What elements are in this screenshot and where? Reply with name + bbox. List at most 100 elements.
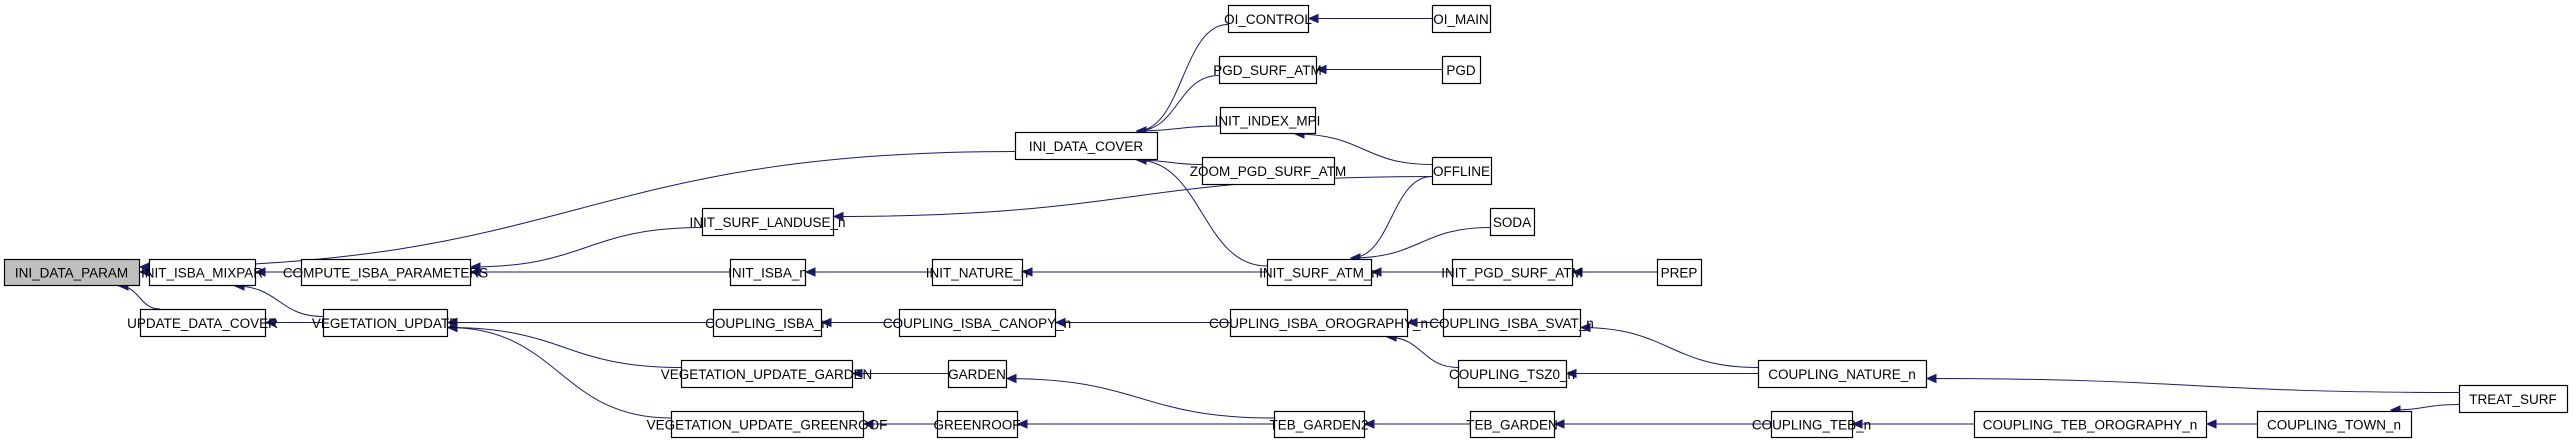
node-treat-surf[interactable]: TREAT_SURF (2458, 384, 2569, 414)
node-garden[interactable]: GARDEN (947, 359, 1008, 389)
edge-greenroof-to-vegetation-update-greenroof (862, 419, 937, 429)
node-coupling-isba-n[interactable]: COUPLING_ISBA_n (705, 308, 829, 338)
node-box (148, 258, 257, 287)
node-init-index-mpi[interactable]: INIT_INDEX_MPI (1215, 106, 1321, 135)
node-ini-data-cover[interactable]: INI_DATA_COVER (1014, 131, 1159, 161)
node-label: SODA (1493, 215, 1531, 230)
node-coupling-isba-canopy-n[interactable]: COUPLING_ISBA_CANOPY_n (883, 308, 1071, 338)
node-box (300, 258, 472, 287)
node-box (680, 359, 854, 389)
node-box (322, 308, 449, 338)
edge-ini-data-cover-to-ini-data-param (138, 151, 1016, 272)
node-label: VEGETATION_UPDATE (312, 316, 458, 331)
edge-coupling-nature-n-to-coupling-tsz0-n (1565, 368, 1758, 379)
node-compute-isba-parameters[interactable]: COMPUTE_ISBA_PARAMETERS (283, 258, 488, 287)
node-coupling-tsz0-n[interactable]: COUPLING_TSZ0_n (1449, 359, 1575, 389)
node-box (1431, 156, 1493, 186)
node-coupling-nature-n[interactable]: COUPLING_NATURE_n (1757, 359, 1928, 389)
edge-coupling-teb-orography-n-to-coupling-teb-n (1851, 419, 1974, 429)
node-oi-control[interactable]: OI_CONTROL (1224, 4, 1312, 34)
edge-teb-garden2-to-greenroof (1016, 419, 1274, 429)
node-box (931, 258, 1024, 287)
node-box (729, 258, 807, 287)
node-label: PREP (1661, 266, 1698, 281)
arrowhead-icon (804, 267, 816, 277)
node-box (1266, 258, 1373, 287)
node-pgd[interactable]: PGD (1441, 55, 1482, 85)
arrowhead-icon (820, 317, 832, 328)
node-box (1219, 106, 1317, 135)
node-coupling-isba-orography-n[interactable]: COUPLING_ISBA_OROGRAPHY_n (1209, 308, 1428, 338)
node-box (3, 258, 141, 287)
node-prep[interactable]: PREP (1656, 258, 1703, 287)
edge-soda-to-init-surf-atm-n (1349, 227, 1491, 263)
node-box (1757, 359, 1928, 389)
arrowhead-icon (851, 368, 863, 379)
node-update-data-cover[interactable]: UPDATE_DATA_COVER (127, 308, 278, 338)
arrowhead-icon (1925, 373, 1937, 384)
node-coupling-teb-n[interactable]: COUPLING_TEB_n (1752, 410, 1871, 439)
node-box (1451, 258, 1574, 287)
node-label: VEGETATION_UPDATE_GREENROOF (647, 418, 888, 433)
arrowhead-icon (469, 267, 481, 277)
node-zoom-pgd-surf-atm[interactable]: ZOOM_PGD_SURF_ATM (1190, 156, 1347, 186)
arrowhead-icon (1565, 368, 1577, 379)
node-box (1218, 55, 1318, 85)
nodes-layer: INI_DATA_PARAM INI_DATA_COVER INIT_ISBA_MI… (3, 4, 2569, 439)
node-greenroof[interactable]: GREENROOF (933, 410, 1021, 439)
node-vegetation-update-garden[interactable]: VEGETATION_UPDATE_GARDEN (661, 359, 873, 389)
edge-pgd-to-pgd-surf-atm (1315, 64, 1442, 75)
node-box (936, 410, 1019, 439)
arrowhead-icon (2205, 419, 2217, 429)
arrowhead-icon (1016, 419, 1028, 429)
node-label: COUPLING_TEB_n (1752, 418, 1871, 433)
arrowhead-icon (1553, 419, 1565, 429)
node-offline[interactable]: OFFLINE (1431, 156, 1493, 186)
node-coupling-isba-svat-n[interactable]: COUPLING_ISBA_SVAT_n (1429, 308, 1594, 338)
node-box (1457, 359, 1568, 389)
arrowhead-icon (1315, 64, 1327, 75)
edge-coupling-tsz0-n-to-coupling-isba-orography-n (1385, 332, 1459, 368)
node-coupling-town-n[interactable]: COUPLING_TOWN_n (2256, 410, 2413, 439)
arrowhead-icon (832, 211, 844, 222)
edge-vegetation-update-to-update-data-cover (264, 317, 323, 328)
node-box (2458, 384, 2569, 414)
node-box (712, 308, 823, 338)
node-teb-garden2[interactable]: TEB_GARDEN2 (1269, 410, 1369, 439)
node-box (1489, 207, 1536, 237)
node-init-pgd-surf-atm[interactable]: INIT_PGD_SURF_ATM (1441, 258, 1583, 287)
node-init-isba-mixpar[interactable]: INIT_ISBA_MIXPAR (141, 258, 263, 287)
node-vegetation-update[interactable]: VEGETATION_UPDATE (312, 308, 458, 338)
node-coupling-teb-orography-n[interactable]: COUPLING_TEB_OROGRAPHY_n (1973, 410, 2208, 439)
node-vegetation-update-greenroof[interactable]: VEGETATION_UPDATE_GREENROOF (647, 410, 888, 439)
node-box (1431, 4, 1492, 34)
node-init-isba-n[interactable]: INIT_ISBA_n (728, 258, 807, 287)
node-pgd-surf-atm[interactable]: PGD_SURF_ATM (1213, 55, 1322, 85)
node-box (1770, 410, 1854, 439)
arrowhead-icon (1370, 267, 1382, 277)
node-label: GARDEN (948, 367, 1006, 382)
node-label: COUPLING_TSZ0_n (1449, 367, 1575, 382)
node-label: INIT_INDEX_MPI (1215, 114, 1321, 129)
node-label: COUPLING_TOWN_n (2267, 418, 2401, 433)
edge-init-isba-n-to-compute-isba-parameters (469, 267, 730, 277)
edge-vegetation-update-greenroof-to-vegetation-update (446, 322, 672, 419)
edge-coupling-nature-n-to-coupling-isba-svat-n (1579, 322, 1759, 368)
node-teb-garden[interactable]: TEB_GARDEN (1466, 410, 1558, 439)
node-box (1441, 55, 1482, 85)
node-oi-main[interactable]: OI_MAIN (1431, 4, 1492, 34)
node-label: GREENROOF (933, 418, 1020, 433)
node-label: OFFLINE (1433, 164, 1490, 179)
node-box (1014, 131, 1159, 161)
node-init-nature-n[interactable]: INIT_NATURE_n (926, 258, 1029, 287)
edge-garden-to-vegetation-update-garden (851, 368, 949, 379)
node-ini-data-param: INI_DATA_PARAM (3, 258, 141, 287)
node-init-surf-landuse-n[interactable]: INIT_SURF_LANDUSE_n (689, 207, 846, 237)
node-init-surf-atm-n[interactable]: INIT_SURF_ATM_n (1259, 258, 1379, 287)
node-soda[interactable]: SODA (1489, 207, 1536, 237)
edge-prep-to-init-pgd-surf-atm (1571, 267, 1657, 277)
arrowhead-icon (862, 419, 874, 429)
node-label: COUPLING_NATURE_n (1768, 367, 1916, 382)
edge-init-nature-n-to-init-isba-n (804, 267, 932, 277)
